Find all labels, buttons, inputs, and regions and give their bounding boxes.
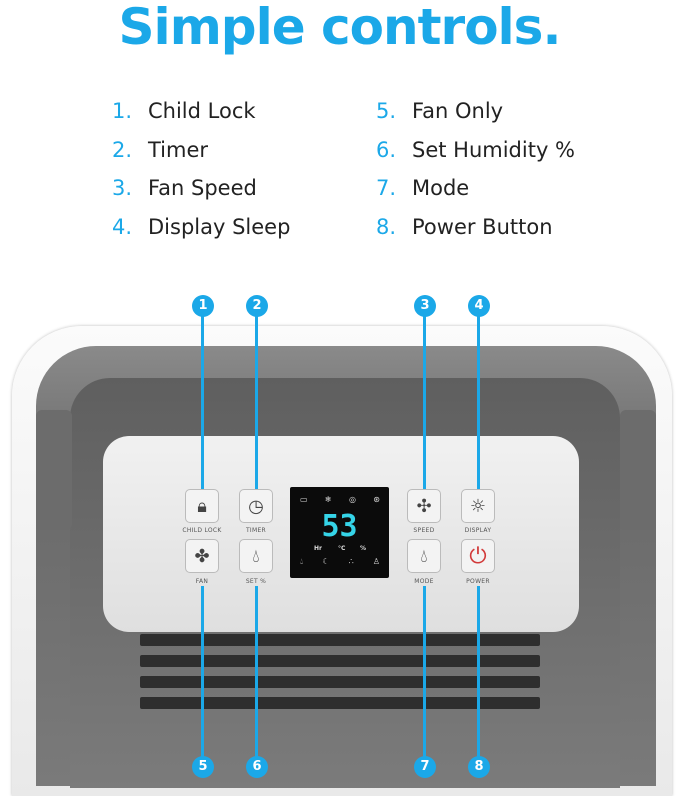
lcd-display: ▭ ❄︎ ◎ ⊛ 53 Hr °C % 💧︎ ☾ ∴ ♙ [290,487,389,578]
callout-line [477,310,480,490]
vent-slot [140,655,540,667]
side-handle [36,410,72,530]
timer-label: TIMER [245,527,267,534]
power-icon: ⏻ [469,543,487,569]
hr-indicator: Hr [314,545,322,552]
feature-label: Mode [412,176,470,200]
feature-label: Set Humidity % [412,138,576,162]
callout-line [423,586,426,761]
tank-icon: ▭ [300,495,308,504]
set-humidity-button[interactable]: 💧︎ [239,539,273,573]
humidity-readout: 53 [321,509,358,544]
mode-label: MODE [414,578,434,585]
timer-icon: ◷ [248,495,264,517]
callout-2: 2 [246,295,268,317]
feature-label: Display Sleep [148,215,291,239]
vent-slot [140,697,540,709]
child-lock-label: CHILD LOCK [182,527,222,534]
child-lock-button[interactable]: 🔒︎ [185,489,219,523]
set-humidity-label: SET % [245,578,267,585]
callout-3: 3 [414,295,436,317]
feature-label: Fan Only [412,99,504,123]
drop-icon: 💧︎ [300,557,304,566]
feature-number: 7. [376,176,397,200]
callout-line [201,310,204,490]
vent-slot [140,676,540,688]
mode-button[interactable]: 💧︎ [407,539,441,573]
power-button[interactable]: ⏻ [461,539,495,573]
callout-line [255,586,258,761]
feature-label: Timer [148,138,209,162]
speed-label: SPEED [413,527,435,534]
laundry-icon: ♙ [372,557,380,566]
feature-number: 4. [112,215,133,239]
power-label: POWER [466,578,490,585]
feature-number: 6. [376,138,397,162]
feature-number: 3. [112,176,133,200]
filter-icon: ⊛ [373,495,380,504]
droplet-percent-icon: 💧︎ [252,545,260,567]
display-button[interactable]: ☼ [461,489,495,523]
status-icons-top: ▭ ❄︎ ◎ ⊛ [300,495,380,504]
feature-label: Fan Speed [148,176,257,200]
feature-label: Power Button [412,215,553,239]
defrost-icon: ❄︎ [324,495,332,504]
fan-icon: ✣ [416,495,432,517]
timer-button[interactable]: ◷ [239,489,273,523]
fan-label: FAN [195,578,209,585]
sun-icon: ☼ [469,495,487,517]
page-title: Simple controls. [118,0,562,56]
feature-number: 8. [376,215,397,239]
callout-line [255,310,258,490]
feature-number: 5. [376,99,397,123]
feature-number: 2. [112,138,133,162]
percent-indicator: % [360,545,367,552]
callout-8: 8 [468,756,490,778]
droplet-icon: 💧︎ [420,545,428,567]
lock-icon: 🔒︎ [197,495,207,517]
fan-button[interactable]: ✤ [185,539,219,573]
callout-5: 5 [192,756,214,778]
callout-4: 4 [468,295,490,317]
side-handle [620,410,656,530]
speed-button[interactable]: ✣ [407,489,441,523]
fan-icon: ✤ [194,545,210,567]
status-icons-bottom: 💧︎ ☾ ∴ ♙ [300,557,380,567]
callout-7: 7 [414,756,436,778]
sleep-icon: ☾ [322,557,330,566]
celsius-indicator: °C [338,545,346,552]
callout-6: 6 [246,756,268,778]
feature-label: Child Lock [148,99,256,123]
callout-1: 1 [192,295,214,317]
vent-slot [140,634,540,646]
display-label: DISPLAY [464,527,492,534]
feature-number: 1. [112,99,133,123]
callout-line [423,310,426,490]
callout-line [477,586,480,761]
drops-icon: ∴ [348,557,354,566]
callout-line [201,586,204,761]
smart-icon: ◎ [348,495,356,504]
